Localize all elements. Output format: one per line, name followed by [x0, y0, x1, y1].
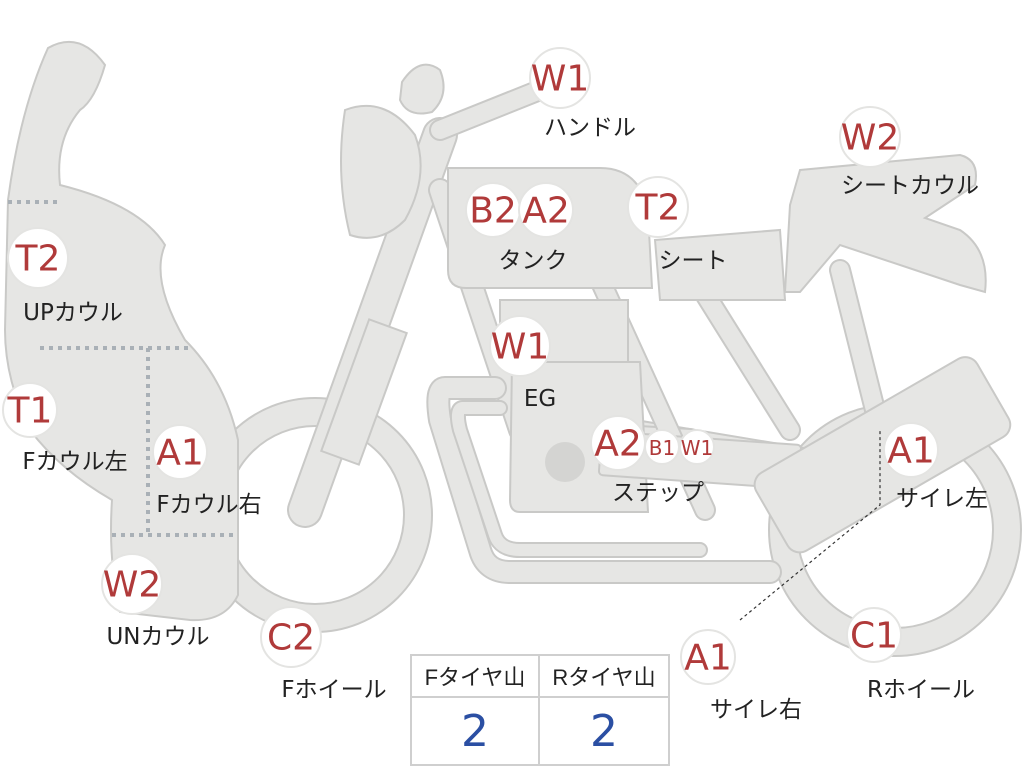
- f-wheel-grade-marker: C2: [260, 606, 322, 668]
- f-wheel-grade-text: C2: [267, 618, 315, 659]
- handle-label: ハンドル: [544, 115, 636, 141]
- part-labels: ハンドルシートカウルタンクシートUPカウルEGFカウル左Fカウル右ステップサイレ…: [22, 115, 988, 723]
- f-cowl-left-label: Fカウル左: [22, 449, 127, 475]
- seat-shape: [653, 228, 787, 301]
- seat-cowl-grade-marker: W2: [839, 106, 901, 168]
- silencer-left-grade-marker: A1: [883, 422, 939, 478]
- engine-cover-shape: [545, 442, 585, 482]
- tank-grade-marker: B2: [465, 182, 521, 238]
- silencer-shape: [753, 356, 1012, 554]
- step-grade-text: A2: [594, 424, 642, 465]
- step-grade-text: B1: [649, 436, 675, 460]
- r-wheel-grade-text: C1: [850, 616, 898, 657]
- engine-grade-text: W1: [491, 327, 550, 368]
- silencer-right-grade-marker: A1: [680, 629, 736, 685]
- tank-grade-text: B2: [469, 191, 517, 232]
- r-wheel-grade-marker: C1: [846, 607, 902, 663]
- f-wheel-label: Fホイール: [281, 677, 386, 703]
- front-tire-value: 2: [412, 698, 540, 764]
- step-grade-marker: W1: [679, 429, 715, 465]
- silencer-leader-line: [739, 430, 881, 621]
- handle-grade-text: W1: [531, 59, 590, 100]
- silencer-right-grade-text: A1: [684, 638, 732, 679]
- tank-grade-marker: A2: [518, 182, 574, 238]
- step-grade-marker: A2: [590, 415, 646, 471]
- front-tire-header: Fタイヤ山: [412, 656, 540, 698]
- engine-label: EG: [524, 386, 556, 412]
- seat-cowl-shape: [783, 153, 987, 294]
- mirror-shape: [398, 63, 445, 115]
- step-grade-text: W1: [681, 436, 714, 460]
- up-cowl-grade-text: T2: [15, 239, 61, 280]
- step-grade-marker: B1: [644, 429, 680, 465]
- r-wheel-label: Rホイール: [867, 677, 975, 703]
- rear-tire-header: Rタイヤ山: [540, 656, 668, 698]
- un-cowl-grade-marker: W2: [101, 553, 163, 615]
- seat-cowl-label: シートカウル: [841, 173, 979, 199]
- un-cowl-label: UNカウル: [106, 624, 209, 650]
- seat-grade-text: T2: [635, 188, 681, 229]
- tire-tread-table: Fタイヤ山 Rタイヤ山 2 2: [410, 654, 670, 766]
- f-cowl-right-grade-marker: A1: [152, 424, 208, 480]
- un-cowl-grade-text: W2: [103, 565, 162, 606]
- handle-grade-marker: W1: [529, 47, 591, 109]
- f-cowl-left-grade-text: T1: [7, 391, 53, 432]
- engine-grade-marker: W1: [489, 315, 551, 377]
- seat-grade-marker: T2: [627, 176, 689, 238]
- headlight-shape: [340, 104, 422, 239]
- rear-tire-value: 2: [590, 705, 618, 757]
- seat-label: シート: [659, 248, 728, 274]
- silencer-right-label: サイレ右: [710, 697, 802, 723]
- silencer-left-label: サイレ左: [896, 486, 988, 512]
- fork-cover-shape: [319, 318, 409, 466]
- f-cowl-right-label: Fカウル右: [156, 492, 261, 518]
- tank-grade-text: A2: [522, 191, 570, 232]
- f-cowl-right-grade-text: A1: [156, 433, 204, 474]
- f-cowl-left-grade-marker: T1: [2, 382, 58, 438]
- tank-label: タンク: [499, 248, 568, 274]
- step-label: ステップ: [612, 480, 704, 506]
- up-cowl-grade-marker: T2: [7, 227, 69, 289]
- seat-cowl-grade-text: W2: [841, 118, 900, 159]
- up-cowl-label: UPカウル: [23, 300, 123, 326]
- silencer-left-grade-text: A1: [887, 431, 935, 472]
